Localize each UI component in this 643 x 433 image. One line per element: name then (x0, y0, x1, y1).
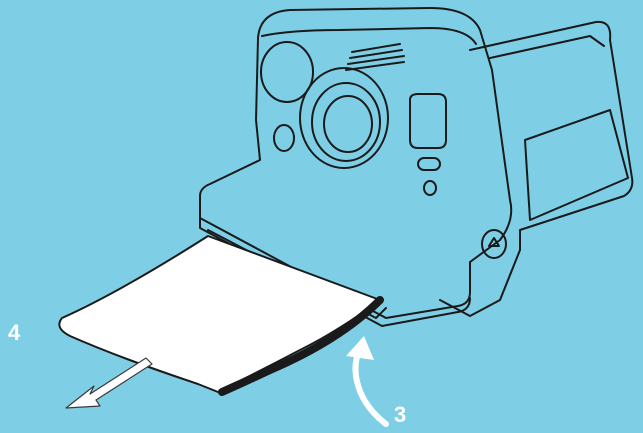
camera-rear-top-edge (490, 36, 604, 58)
viewfinder-window (410, 94, 446, 148)
ejected-photo (59, 236, 380, 392)
camera-top-ridge (262, 28, 476, 44)
light-sensor (274, 125, 294, 151)
main-lens-inner (324, 96, 372, 152)
selftimer-button (418, 158, 440, 170)
main-lens-middle (312, 83, 380, 161)
indicator-light (424, 181, 436, 195)
viewfinder-ribs (346, 44, 404, 70)
camera-rear-body (440, 22, 632, 316)
step-number-3: 3 (394, 404, 406, 426)
camera-rear-side-panel (525, 110, 628, 220)
step-number-4: 4 (8, 322, 20, 344)
arrow-pull-out-icon (66, 358, 152, 408)
curved-arrow-up-icon (346, 336, 386, 424)
